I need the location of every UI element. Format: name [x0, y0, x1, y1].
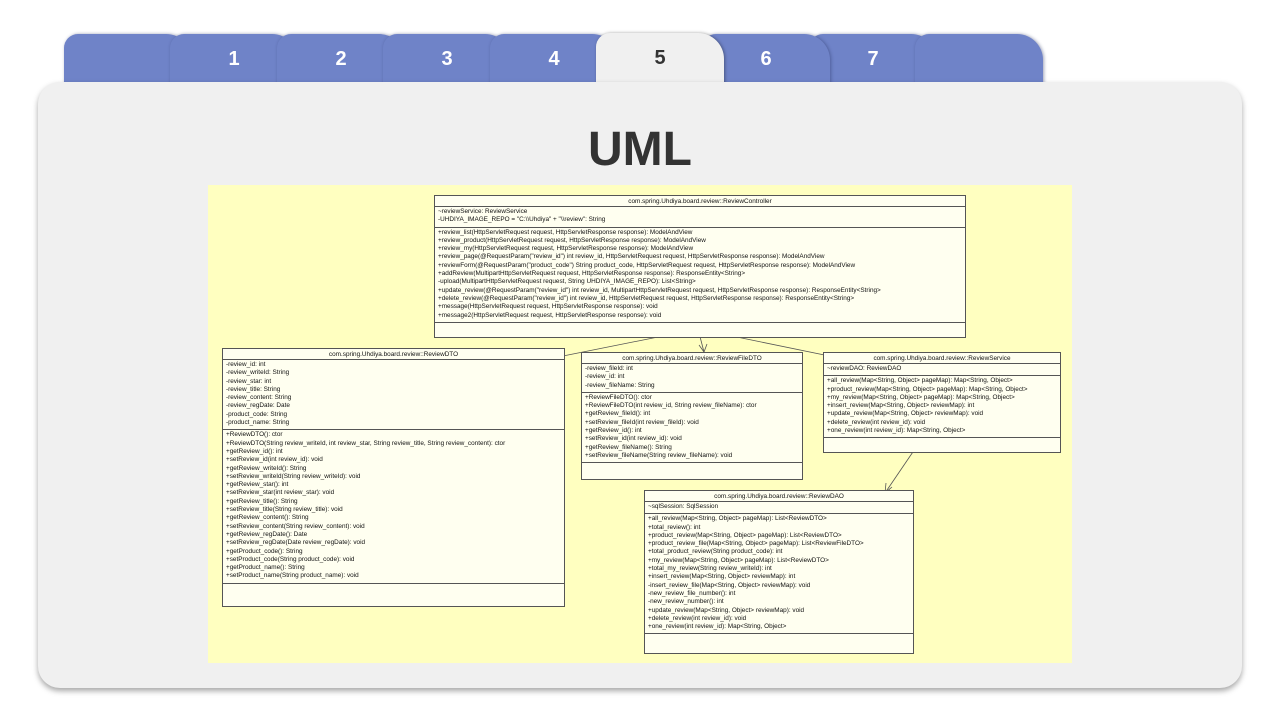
operation: +setReview_content(String review_content…: [226, 522, 365, 530]
operation: +total_product_review(String product_cod…: [648, 548, 783, 556]
operation: +insert_review(Map<String, Object> revie…: [648, 573, 796, 581]
attribute: -review_fileName: String: [585, 381, 655, 389]
operation: +getReview_id(): int: [585, 427, 642, 435]
operation: +product_review_file(Map<String, Object>…: [648, 540, 864, 548]
uml-class-review-dao: com.spring.Uhdiya.board.review::ReviewDA…: [644, 490, 914, 654]
operation: +getReview_regDate(): Date: [226, 530, 308, 538]
operations-compartment: +ReviewFileDTO(): ctor +ReviewFileDTO(in…: [582, 393, 802, 464]
operation: +one_review(int review_id): Map<String, …: [648, 623, 787, 631]
operation: +all_review(Map<String, Object> pageMap)…: [827, 377, 1013, 385]
operations-compartment: +all_review(Map<String, Object> pageMap)…: [645, 514, 913, 635]
operation: +insert_review(Map<String, Object> revie…: [827, 402, 975, 410]
operation: +setReview_fileName(String review_fileNa…: [585, 451, 733, 459]
attributes-compartment: ~reviewService: ReviewService -UHDIYA_IM…: [435, 207, 965, 228]
operation: +update_review(Map<String, Object> revie…: [648, 606, 805, 614]
uml-class-review-controller: com.spring.Uhdiya.board.review::ReviewCo…: [434, 195, 966, 338]
operation: +my_review(Map<String, Object> pageMap):…: [827, 393, 1015, 401]
uml-diagram: com.spring.Uhdiya.board.review::ReviewCo…: [208, 185, 1072, 663]
operation: +setProduct_name(String product_name): v…: [226, 572, 359, 580]
operation: +getReview_content(): String: [226, 514, 309, 522]
attribute: -review_id: int: [226, 361, 266, 368]
attributes-compartment: -review_fileId: int -review_id: int -rev…: [582, 364, 802, 393]
operation: +getReview_writeId(): String: [226, 464, 307, 472]
operation: +message(HttpServletRequest request, Htt…: [438, 303, 658, 311]
operation: +setReview_regDate(Date review_regDate):…: [226, 539, 366, 547]
attribute: ~reviewDAO: ReviewDAO: [827, 365, 902, 372]
attribute: -review_fileId: int: [585, 365, 633, 372]
operation: +setReview_star(int review_star): void: [226, 489, 335, 497]
operations-compartment: +review_list(HttpServletRequest request,…: [435, 228, 965, 323]
operation: +ReviewDTO(String review_writeId, int re…: [226, 439, 506, 447]
operation: +message2(HttpServletRequest request, Ht…: [438, 311, 662, 319]
operation: +reviewForm(@RequestParam("product_code"…: [438, 261, 856, 269]
operation: -new_review_number(): int: [648, 598, 724, 606]
attributes-compartment: -review_id: int -review_writeId: String …: [223, 360, 564, 431]
tab-bar: 1 2 3 4 7 6 5: [0, 0, 1280, 94]
attribute: -review_regDate: Date: [226, 402, 290, 410]
operation: +getReview_fileName(): String: [585, 443, 672, 451]
attribute: ~reviewService: ReviewService: [438, 208, 528, 215]
class-name: com.spring.Uhdiya.board.review::ReviewSe…: [824, 353, 1060, 364]
operation: -upload(MultipartHttpServletRequest requ…: [438, 278, 696, 286]
operation: +update_review(Map<String, Object> revie…: [827, 410, 984, 418]
attribute: ~sqlSession: SqlSession: [648, 503, 719, 510]
operation: +product_review(Map<String, Object> page…: [648, 531, 842, 539]
operation: +total_review(): int: [648, 523, 701, 531]
operation: +one_review(int review_id): Map<String, …: [827, 427, 966, 435]
attribute: -review_writeId: String: [226, 369, 290, 377]
operation: +ReviewDTO(): ctor: [226, 431, 283, 439]
operations-compartment: +all_review(Map<String, Object> pageMap)…: [824, 376, 1060, 439]
operation: +addReview(MultipartHttpServletRequest r…: [438, 270, 746, 278]
operation: +review_my(HttpServletRequest request, H…: [438, 245, 694, 253]
uml-class-review-dto: com.spring.Uhdiya.board.review::ReviewDT…: [222, 348, 565, 607]
operation: +product_review(Map<String, Object> page…: [827, 385, 1028, 393]
operation: +setReview_fileId(int review_fileId): vo…: [585, 418, 699, 426]
attribute: -review_content: String: [226, 394, 292, 402]
operation: +setProduct_code(String product_code): v…: [226, 555, 355, 563]
operation: +getReview_fileId(): int: [585, 410, 651, 418]
operation: +delete_review(@RequestParam("review_id"…: [438, 294, 855, 302]
operation: +setReview_writeId(String review_writeId…: [226, 472, 361, 480]
attribute: -UHDIYA_IMAGE_REPO = "C:\\Uhdiya" + "\\r…: [438, 216, 606, 224]
page-title: UML: [588, 123, 692, 176]
operation: +getReview_title(): String: [226, 497, 298, 505]
operation: +ReviewFileDTO(): ctor: [585, 393, 652, 401]
operation: +getReview_id(): int: [226, 447, 283, 455]
operation: -insert_review_file(Map<String, Object> …: [648, 581, 811, 589]
class-name: com.spring.Uhdiya.board.review::ReviewDT…: [223, 349, 564, 360]
operation: +setReview_title(String review_title): v…: [226, 506, 343, 514]
operation: +review_page(@RequestParam("review_id") …: [438, 253, 825, 261]
operation: -new_review_file_number(): int: [648, 589, 736, 597]
attributes-compartment: ~reviewDAO: ReviewDAO: [824, 364, 1060, 377]
operation: +all_review(Map<String, Object> pageMap)…: [648, 515, 827, 523]
operation: +setReview_id(int review_id): void: [226, 456, 323, 464]
uml-class-review-file-dto: com.spring.Uhdiya.board.review::ReviewFi…: [581, 352, 803, 480]
operation: +review_list(HttpServletRequest request,…: [438, 228, 693, 236]
operation: +total_my_review(String review_writeId):…: [648, 565, 772, 573]
attribute: -product_code: String: [226, 410, 288, 418]
class-name: com.spring.Uhdiya.board.review::ReviewFi…: [582, 353, 802, 364]
uml-class-review-service: com.spring.Uhdiya.board.review::ReviewSe…: [823, 352, 1061, 453]
operation: +my_review(Map<String, Object> pageMap):…: [648, 556, 829, 564]
attributes-compartment: ~sqlSession: SqlSession: [645, 502, 913, 515]
attribute: -review_star: int: [226, 377, 272, 385]
operation: +getReview_star(): int: [226, 481, 289, 489]
attribute: -review_title: String: [226, 385, 281, 393]
operation: +update_review(@RequestParam("review_id"…: [438, 286, 881, 294]
operation: +setReview_id(int review_id): void: [585, 435, 682, 443]
operation: +getProduct_name(): String: [226, 564, 305, 572]
class-name: com.spring.Uhdiya.board.review::ReviewCo…: [435, 196, 965, 207]
class-name: com.spring.Uhdiya.board.review::ReviewDA…: [645, 491, 913, 502]
operation: +delete_review(int review_id): void: [827, 418, 926, 426]
operation: +review_product(HttpServletRequest reque…: [438, 236, 706, 244]
operation: +getProduct_code(): String: [226, 547, 303, 555]
operation: +delete_review(int review_id): void: [648, 614, 747, 622]
operation: +ReviewFileDTO(int review_id, String rev…: [585, 402, 757, 410]
operations-compartment: +ReviewDTO(): ctor +ReviewDTO(String rev…: [223, 430, 564, 584]
attribute: -review_id: int: [585, 373, 625, 381]
attribute: -product_name: String: [226, 419, 290, 427]
